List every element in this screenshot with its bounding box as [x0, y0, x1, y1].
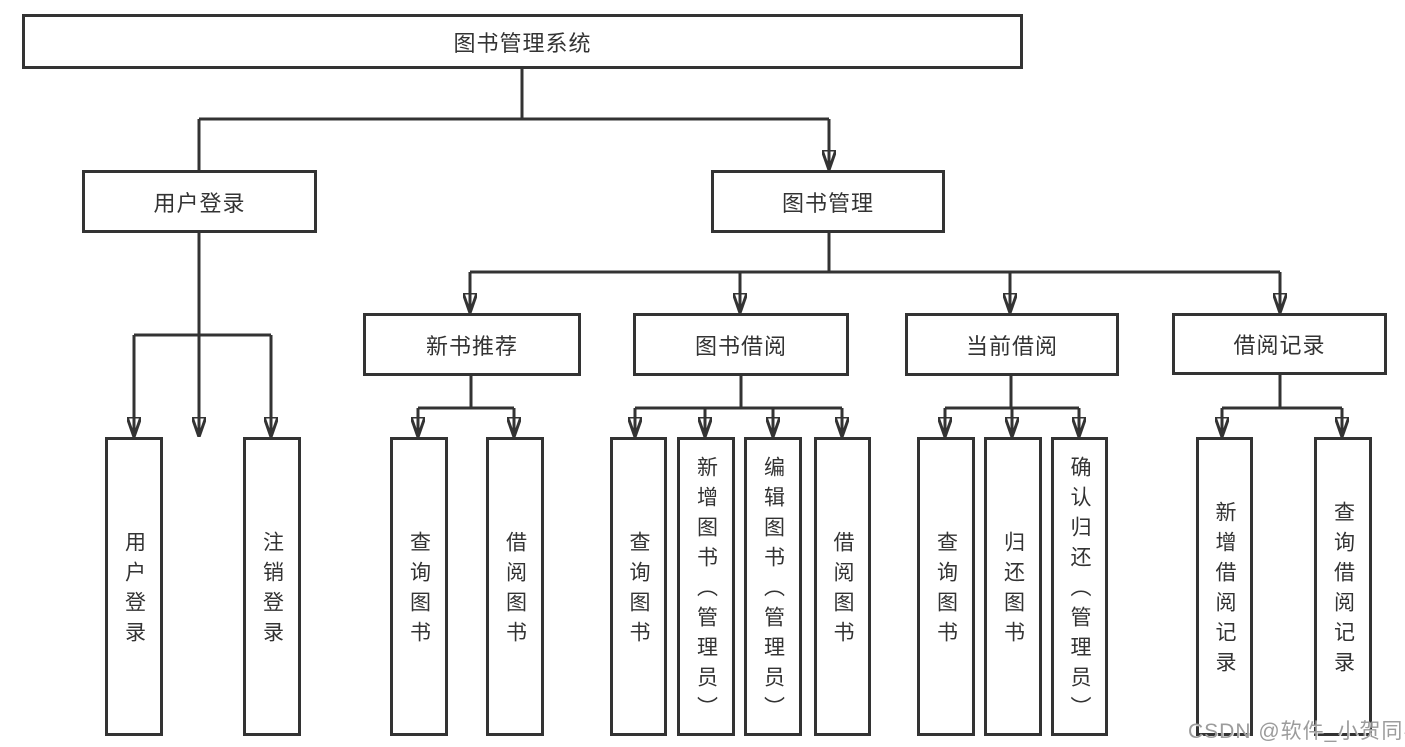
- node-user-login: 用户登录: [82, 170, 317, 233]
- leaf-user-login-label: 用户登录: [122, 531, 146, 651]
- node-book-borrowing-label: 图书借阅: [694, 333, 787, 359]
- leaf-query-books-3: 查询图书: [917, 437, 975, 736]
- leaf-borrow-books-2-label: 借阅图书: [831, 531, 854, 651]
- node-book-management-system-label: 图书管理系统: [453, 30, 592, 56]
- node-book-management: 图书管理: [711, 170, 945, 233]
- leaf-borrow-books-1-label: 借阅图书: [503, 531, 527, 651]
- leaf-edit-books-admin-label: 编辑图书（管理员）: [761, 456, 785, 726]
- node-current-borrowing: 当前借阅: [905, 313, 1119, 376]
- node-current-borrowing-label: 当前借阅: [965, 333, 1058, 359]
- node-user-login-label: 用户登录: [153, 190, 246, 216]
- watermark: CSDN @软件_小贺同学: [1188, 720, 1405, 743]
- leaf-logout-label: 注销登录: [260, 531, 284, 651]
- leaf-add-books-admin: 新增图书（管理员）: [677, 437, 735, 736]
- node-borrowing-records-label: 借阅记录: [1233, 333, 1326, 358]
- leaf-return-books-label: 归还图书: [1001, 531, 1025, 651]
- node-borrowing-records: 借阅记录: [1172, 313, 1387, 375]
- node-new-book-recommend: 新书推荐: [363, 313, 581, 376]
- leaf-confirm-return-admin: 确认归还（管理员）: [1051, 437, 1108, 736]
- leaf-query-books-3-label: 查询图书: [934, 531, 958, 651]
- node-book-borrowing: 图书借阅: [633, 313, 849, 376]
- leaf-borrow-books-2: 借阅图书: [814, 437, 871, 736]
- leaf-return-books: 归还图书: [984, 437, 1042, 736]
- node-book-management-system: 图书管理系统: [22, 14, 1023, 69]
- leaf-add-borrow-record: 新增借阅记录: [1196, 437, 1253, 736]
- leaf-borrow-books-1: 借阅图书: [486, 437, 544, 736]
- node-book-management-label: 图书管理: [781, 190, 874, 216]
- leaf-query-books-1: 查询图书: [390, 437, 448, 736]
- leaf-query-borrow-record: 查询借阅记录: [1314, 437, 1372, 736]
- leaf-query-books-2: 查询图书: [610, 437, 667, 736]
- leaf-edit-books-admin: 编辑图书（管理员）: [744, 437, 802, 736]
- leaf-logout: 注销登录: [243, 437, 301, 736]
- leaf-confirm-return-admin-label: 确认归还（管理员）: [1068, 456, 1091, 726]
- leaf-query-borrow-record-label: 查询借阅记录: [1331, 501, 1355, 681]
- leaf-add-borrow-record-label: 新增借阅记录: [1213, 501, 1236, 681]
- leaf-query-books-1-label: 查询图书: [407, 531, 431, 651]
- leaf-user-login: 用户登录: [105, 437, 163, 736]
- leaf-add-books-admin-label: 新增图书（管理员）: [694, 456, 718, 726]
- leaf-query-books-2-label: 查询图书: [627, 531, 650, 651]
- node-new-book-recommend-label: 新书推荐: [425, 333, 518, 359]
